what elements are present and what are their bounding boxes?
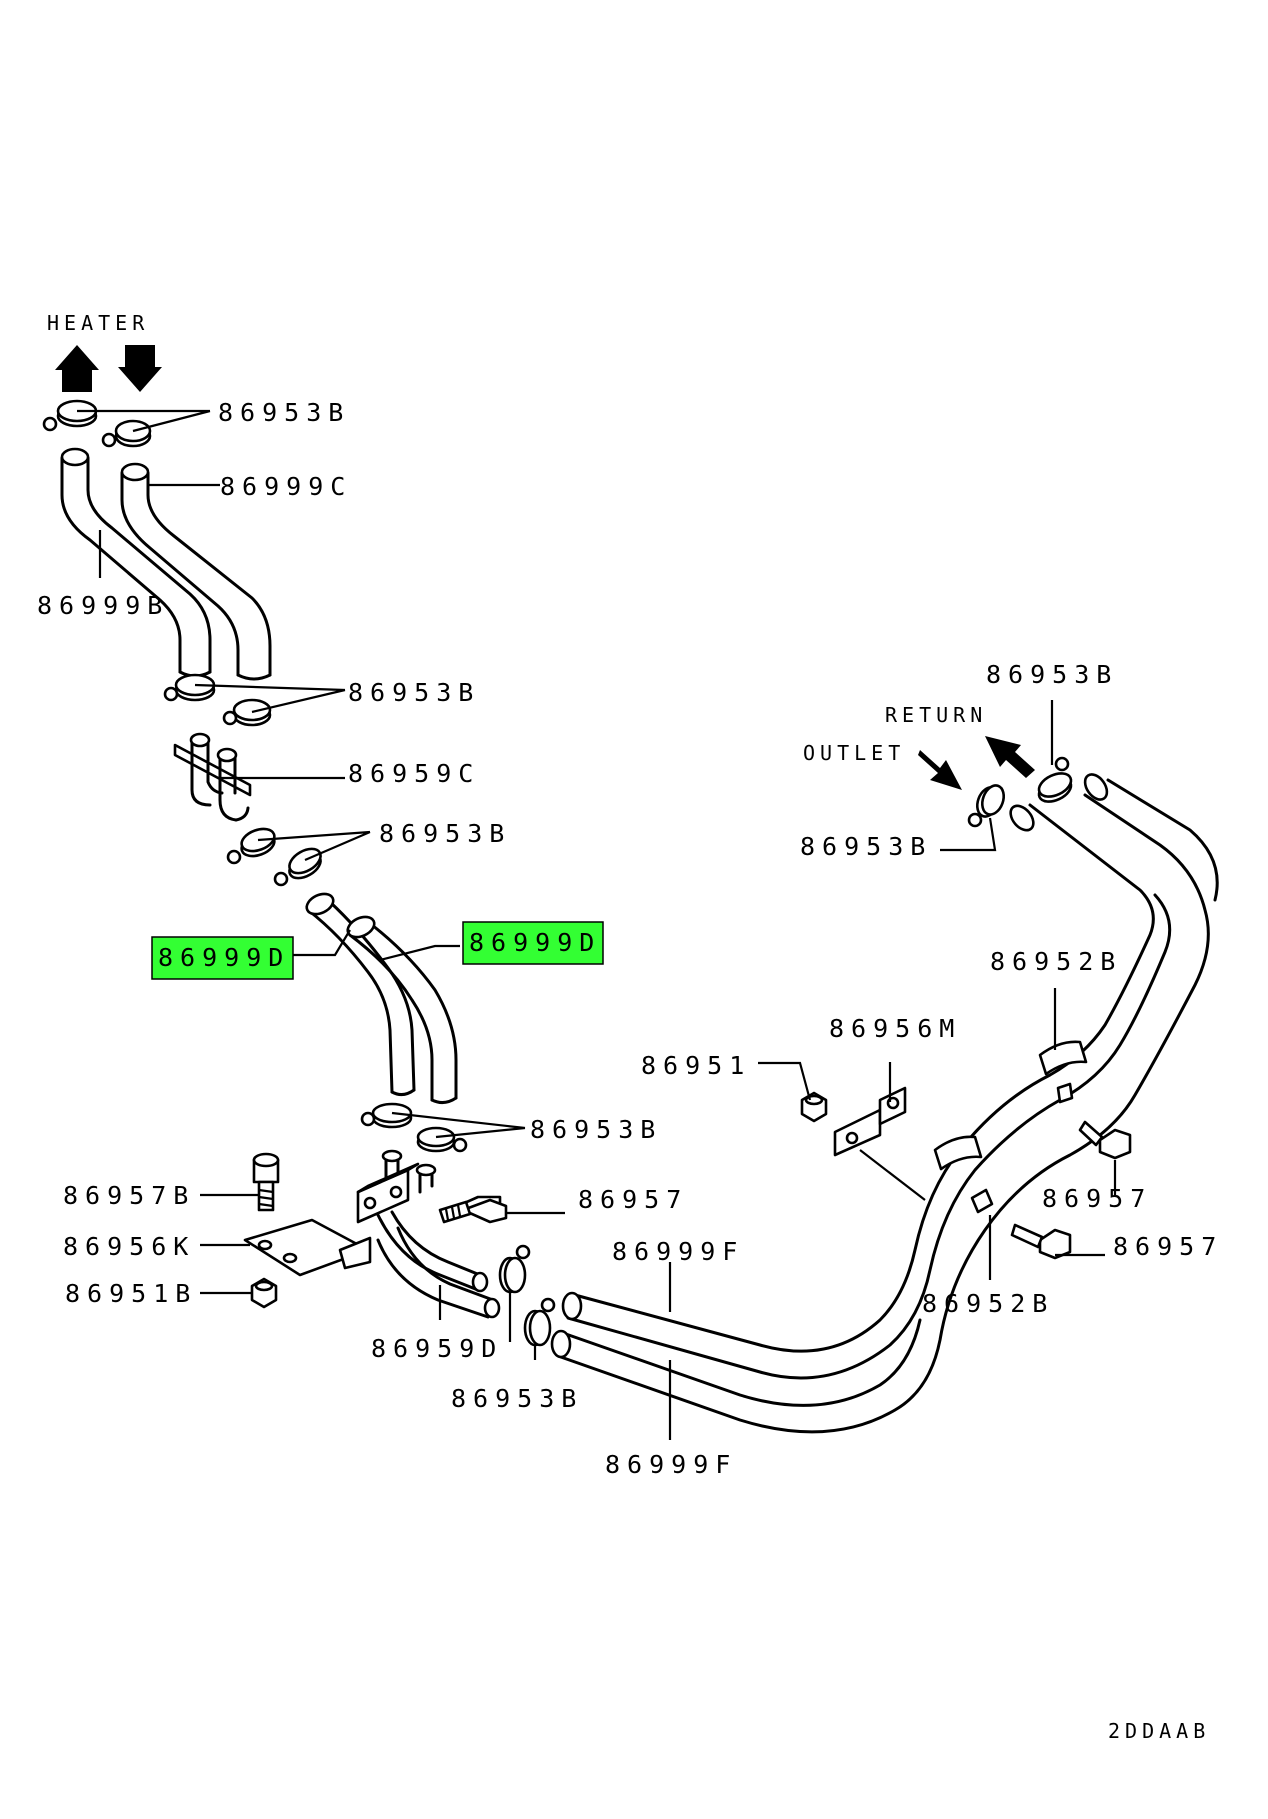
outlet-arrow-icon xyxy=(918,750,962,790)
heater-direction-label: HEATER xyxy=(47,311,149,335)
clamp-return-outlet-drawing xyxy=(967,756,1073,828)
clamp-lower-joint-drawing xyxy=(226,827,322,887)
part-label-86999c[interactable]: 86999C xyxy=(220,472,352,501)
joint-86959c-drawing xyxy=(173,732,252,822)
part-label-86999d-left[interactable]: 86999D xyxy=(158,943,290,972)
part-label-86953b-lower-joint[interactable]: 86953B xyxy=(379,819,511,848)
clamp-heater-drawing xyxy=(42,399,152,448)
part-label-86959d[interactable]: 86959D xyxy=(371,1334,503,1363)
bolt-86957-right-drawing xyxy=(1010,1120,1132,1260)
leader-lines xyxy=(77,409,1117,1440)
bolt-86957b-drawing xyxy=(252,1152,280,1212)
part-label-86953b-upper-joint[interactable]: 86953B xyxy=(348,678,480,707)
arrow-up-icon xyxy=(55,345,99,392)
arrow-down-icon xyxy=(118,345,162,392)
nut-86951-drawing xyxy=(800,1091,828,1123)
highlight-box-left xyxy=(151,936,294,980)
bracket-86956m-drawing xyxy=(833,1086,907,1157)
part-label-86953b-return[interactable]: 86953B xyxy=(986,660,1118,689)
nut-86951b-drawing xyxy=(250,1277,278,1309)
part-label-86999b[interactable]: 86999B xyxy=(37,591,169,620)
part-label-86956k[interactable]: 86956K xyxy=(63,1232,195,1261)
part-label-86953b-mid[interactable]: 86953B xyxy=(530,1115,662,1144)
part-label-86957b[interactable]: 86957B xyxy=(63,1181,195,1210)
part-label-86952b-bottom[interactable]: 86952B xyxy=(922,1289,1054,1318)
part-label-86953b-bottom[interactable]: 86953B xyxy=(451,1384,583,1413)
part-label-86951[interactable]: 86951 xyxy=(641,1051,751,1080)
part-label-86959c[interactable]: 86959C xyxy=(348,759,480,788)
clamp-bottom-drawing xyxy=(498,1244,556,1347)
outlet-direction-label: OUTLET xyxy=(803,741,905,765)
part-label-86957-right-top[interactable]: 86957 xyxy=(1042,1184,1152,1213)
highlight-box-right xyxy=(462,921,604,965)
return-arrow-icon xyxy=(985,736,1035,778)
hose-86999f-drawing xyxy=(550,773,1219,1434)
part-label-86999d-right[interactable]: 86999D xyxy=(469,928,601,957)
joint-86959d-drawing xyxy=(356,1149,501,1319)
part-label-86999f-bottom[interactable]: 86999F xyxy=(605,1450,737,1479)
part-label-86956m[interactable]: 86956M xyxy=(829,1014,961,1043)
part-label-86957-left[interactable]: 86957 xyxy=(578,1185,688,1214)
part-label-86957-right-bottom[interactable]: 86957 xyxy=(1113,1232,1223,1261)
clamp-mid-drawing xyxy=(360,1102,468,1153)
part-label-86952b-top[interactable]: 86952B xyxy=(990,947,1122,976)
bracket-86956k-drawing xyxy=(243,1218,372,1277)
part-label-86951b[interactable]: 86951B xyxy=(65,1279,197,1308)
bolt-86957-left-drawing xyxy=(438,1195,508,1224)
part-label-86953b-outlet[interactable]: 86953B xyxy=(800,832,932,861)
part-label-86999f-top[interactable]: 86999F xyxy=(612,1237,744,1266)
return-direction-label: RETURN xyxy=(885,703,987,727)
clamp-rail-drawing xyxy=(933,1040,1088,1214)
part-label-86953b-heater[interactable]: 86953B xyxy=(218,398,350,427)
hose-86999b-drawing xyxy=(60,447,212,678)
hose-86999c-drawing xyxy=(120,462,272,681)
diagram-code: 2DDAAB xyxy=(1108,1719,1210,1743)
hose-86999d-drawing xyxy=(305,892,458,1105)
clamp-upper-joint-drawing xyxy=(163,673,272,727)
